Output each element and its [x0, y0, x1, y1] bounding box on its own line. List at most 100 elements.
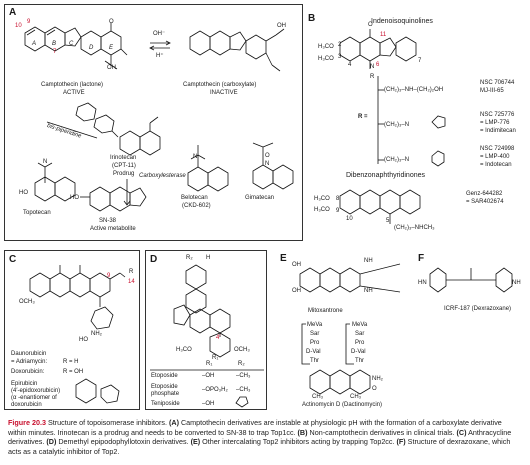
a-lactone-o: O [109, 19, 114, 25]
c-pos-9: 9 [107, 273, 111, 279]
e-mitox-oh1: OH [292, 262, 301, 268]
b-pos-3: 3 [338, 54, 342, 60]
d-table-rule [150, 369, 264, 371]
caption-c-label: (C) [456, 427, 467, 437]
camptothecin-lactone-structure [24, 23, 128, 70]
b-pos-7: 7 [418, 58, 422, 64]
d-etoposide-phosphate-r1: –OPO₃H₂ [202, 387, 228, 393]
a-pos-10: 10 [15, 23, 22, 29]
a-irinotecan-note: Prodrug [113, 171, 135, 177]
caption-a-label: (A) [169, 418, 179, 427]
a-topotecan-ho: HO [19, 190, 28, 196]
caption-intro: Structure of topoisomerase inhibitors. [45, 418, 169, 427]
a-ring-b: B [52, 41, 57, 47]
panel-a: A 10 9 7 A B C D E O OH Camptothecin (la… [4, 4, 303, 241]
d-etoposide: Etoposide [151, 373, 178, 379]
e-peptide-right-1: Sar [355, 331, 365, 337]
c-epirubicin-note1: (α -enantiomer of [11, 395, 57, 401]
b-n: N [370, 64, 375, 70]
b-chain3: (CH₂)₃–N [384, 157, 410, 163]
a-oh-minus: OH⁻ [153, 31, 166, 37]
e-o: O [372, 386, 377, 392]
panel-f-label: F [418, 253, 425, 264]
b-nsc3: NSC 724998 [480, 146, 515, 152]
figure-caption: Figure 20.3 Structure of topoisomerase i… [8, 418, 522, 456]
e-peptide-right-3: D-Val [351, 349, 366, 355]
d-pos-4: 4′ [216, 335, 221, 341]
b-h3co-3: H₃CO [314, 196, 330, 202]
b-title1: Indenoisoquinolines [371, 18, 433, 25]
a-irinotecan-name: Irinotecan [110, 155, 137, 161]
e-peptide-right-2: Pro [355, 340, 365, 346]
b-pos-2: 2 [338, 42, 342, 48]
mitoxantrone-structure [299, 263, 401, 293]
sn38-structure [80, 186, 147, 212]
f-icrf: ICRF-187 (Dexrazoxane) [444, 306, 512, 312]
equilibrium-arrows [149, 40, 171, 51]
a-camptothecin-lactone-state: ACTIVE [63, 90, 85, 96]
a-pos-9: 9 [27, 19, 31, 25]
b-o-top: O [368, 22, 373, 28]
camptothecin-carboxylate-structure [189, 28, 285, 72]
a-ring-d: D [89, 45, 94, 51]
b-genz: Genz-644282 [466, 191, 503, 197]
b-chain4: (CH₂)₃–NHCH₃ [394, 225, 435, 231]
epirubicin-structure [75, 378, 120, 404]
d-etoposide-phosphate: Etoposide [151, 384, 178, 390]
indenoisoquinoline-structure [339, 29, 417, 69]
irinotecan-structure [75, 102, 161, 156]
carboxylesterase-arrow [123, 179, 131, 206]
c-r-h: R = H [63, 359, 79, 365]
morpholine-ring [431, 150, 445, 167]
topotecan-structure [34, 162, 76, 202]
a-carboxylate-oh: OH [277, 23, 286, 29]
a-carboxylate-state: INACTIVE [210, 90, 238, 96]
e-peptide-left-3: D-Val [306, 349, 321, 355]
e-peptide-left-2: Pro [310, 340, 320, 346]
a-sn38-note: Active metabolite [90, 226, 136, 232]
a-irinotecan-code: (CPT-11) [112, 163, 136, 169]
e-nh2: NH₂ [372, 376, 383, 382]
b-chain2: (CH₂)₃–N [384, 122, 410, 128]
e-mitox-oh2: OH [292, 288, 301, 294]
b-title2: Dibenzonaphthyridinones [346, 172, 425, 179]
a-topotecan-name: Topotecan [23, 210, 51, 216]
c-doxorubicin: Doxorubicin: [11, 369, 45, 375]
d-r2-top: R₂ [186, 255, 193, 261]
e-mitox-nh1: NH [364, 258, 373, 264]
c-epirubicin: Epirubicin [11, 381, 38, 387]
caption-d-text: Demethyl epipodophyllotoxin derivatives. [56, 437, 191, 446]
d-etoposide-phosphate-r2: –CH₃ [236, 387, 251, 393]
b-r: R [370, 74, 375, 80]
belotecan-structure [187, 145, 229, 192]
d-teniposide: Teniposide [151, 401, 180, 407]
d-h-top: H [206, 255, 211, 261]
c-pos-14: 14 [128, 279, 135, 285]
peptide-loop-lines [301, 323, 354, 365]
caption-f-text: Structure of dexrazoxane, which acts as … [8, 437, 511, 456]
e-ch3-1: CH₃ [312, 394, 324, 400]
d-etoposide-r2: –CH₃ [236, 373, 251, 379]
c-nh2: NH₂ [91, 331, 102, 337]
a-gimatecan-o: O [265, 153, 270, 159]
a-carboxylesterase: Carboxylesterase [139, 173, 186, 179]
anthracycline-structure [29, 265, 126, 330]
caption-fig: Figure 20.3 [8, 418, 46, 427]
e-mitoxantrone: Mitoxantrone [308, 308, 343, 314]
e-mitox-nh2: NH [364, 288, 373, 294]
caption-f-label: (F) [396, 437, 406, 446]
b-nsc3-alias2: = Indotecan [480, 162, 512, 168]
a-lactone-oh: OH [107, 65, 116, 71]
a-gimatecan-name: Gimatecan [245, 195, 275, 201]
caption-b-text: Non-camptothecin derivatives in clinical… [307, 427, 457, 437]
thiophene-icon [235, 396, 249, 408]
panel-b: B Indenoisoquinolines H₃CO H₃CO O N 6 11… [306, 4, 526, 241]
c-r-oh: R = OH [63, 369, 84, 375]
a-h-plus: H⁺ [156, 53, 164, 59]
a-ring-a: A [32, 41, 37, 47]
b-h3co-2: H₃CO [318, 56, 334, 62]
b-pos-11: 11 [380, 32, 387, 38]
caption-e-text: Other intercalating Top2 inhibitors acti… [200, 437, 397, 446]
imidazole-ring [431, 115, 446, 129]
b-r-eq: R = [358, 114, 368, 120]
